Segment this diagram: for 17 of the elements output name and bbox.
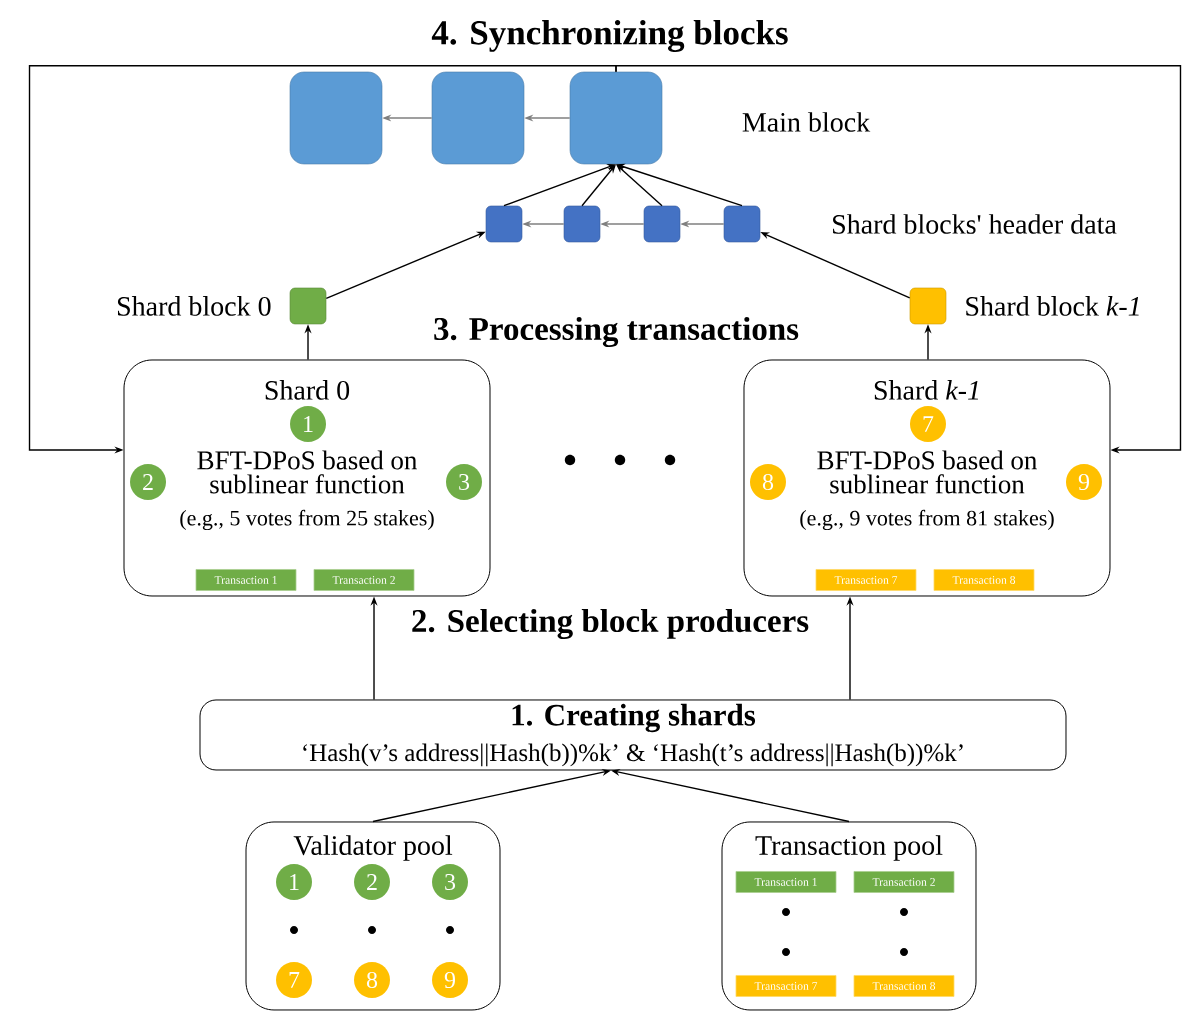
main-block — [289, 71, 383, 165]
arrow — [615, 65, 1182, 454]
step-heading: 2. Selecting block producers — [408, 606, 812, 642]
main-block — [569, 71, 663, 165]
arrow — [616, 164, 663, 207]
process-box: 1. Creating shards ‘Hash(v’s address||Hash(b))%k’ & ‘Hash(t’s address||Hash(b))%k’ — [199, 699, 1067, 771]
header-block — [643, 205, 681, 243]
step-heading: 3. Processing transactions — [431, 314, 801, 350]
block-label: Shard block 0 — [117, 296, 271, 316]
header-block — [485, 205, 523, 243]
step-heading: 4. Synchronizing blocks — [429, 18, 791, 54]
main-block — [431, 71, 525, 165]
block-label: Shard block k-1 — [966, 296, 1139, 316]
block-label: Main block — [739, 110, 873, 134]
header-block — [723, 205, 761, 243]
block-label: Shard blocks' header data — [829, 212, 1119, 236]
header-block — [563, 205, 601, 243]
